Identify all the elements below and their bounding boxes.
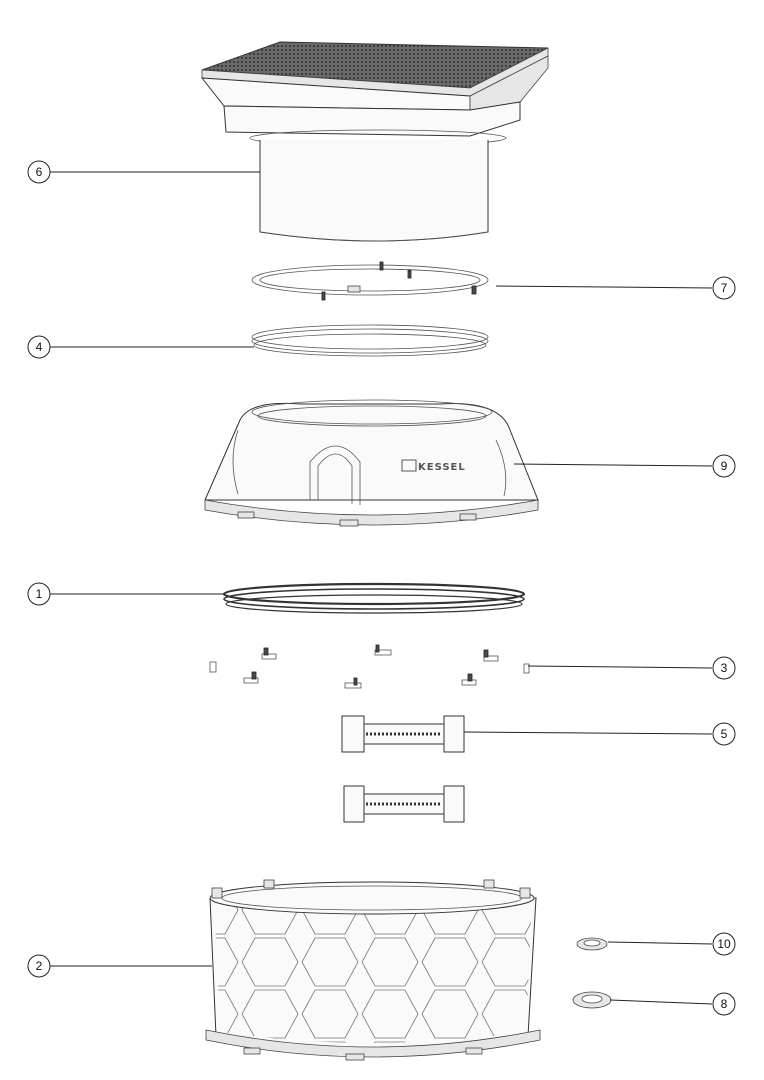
callout-9: 9 bbox=[712, 454, 736, 478]
cover-top-unit bbox=[200, 41, 549, 242]
leader-lines bbox=[50, 171, 713, 1005]
svg-text:9: 9 bbox=[721, 459, 728, 473]
svg-text:2: 2 bbox=[36, 959, 43, 973]
callout-8: 8 bbox=[712, 992, 736, 1016]
base-body bbox=[205, 879, 541, 1061]
seal-small bbox=[576, 937, 608, 951]
svg-text:KESSEL: KESSEL bbox=[418, 462, 466, 473]
callout-3: 3 bbox=[712, 656, 736, 680]
sealing-ring bbox=[222, 582, 526, 614]
svg-text:8: 8 bbox=[721, 997, 728, 1011]
connector-brace bbox=[341, 715, 465, 823]
svg-text:6: 6 bbox=[36, 165, 43, 179]
callout-6: 6 bbox=[27, 160, 51, 184]
callout-7: 7 bbox=[712, 276, 736, 300]
callout-4: 4 bbox=[27, 335, 51, 359]
clamp-ring bbox=[251, 261, 489, 301]
callout-1: 1 bbox=[27, 582, 51, 606]
svg-text:7: 7 bbox=[721, 281, 728, 295]
callout-10: 10 bbox=[712, 932, 736, 956]
svg-text:1: 1 bbox=[36, 587, 43, 601]
callout-2: 2 bbox=[27, 954, 51, 978]
brand-logo: KESSEL bbox=[401, 459, 466, 473]
gasket-ring bbox=[251, 324, 489, 357]
callout-5: 5 bbox=[712, 722, 736, 746]
seal-large bbox=[572, 991, 612, 1009]
dome-section: KESSEL bbox=[204, 399, 539, 527]
svg-text:3: 3 bbox=[721, 661, 728, 675]
svg-text:5: 5 bbox=[721, 727, 728, 741]
svg-text:4: 4 bbox=[36, 340, 43, 354]
svg-text:10: 10 bbox=[717, 937, 731, 951]
fastening-pins bbox=[209, 644, 530, 689]
